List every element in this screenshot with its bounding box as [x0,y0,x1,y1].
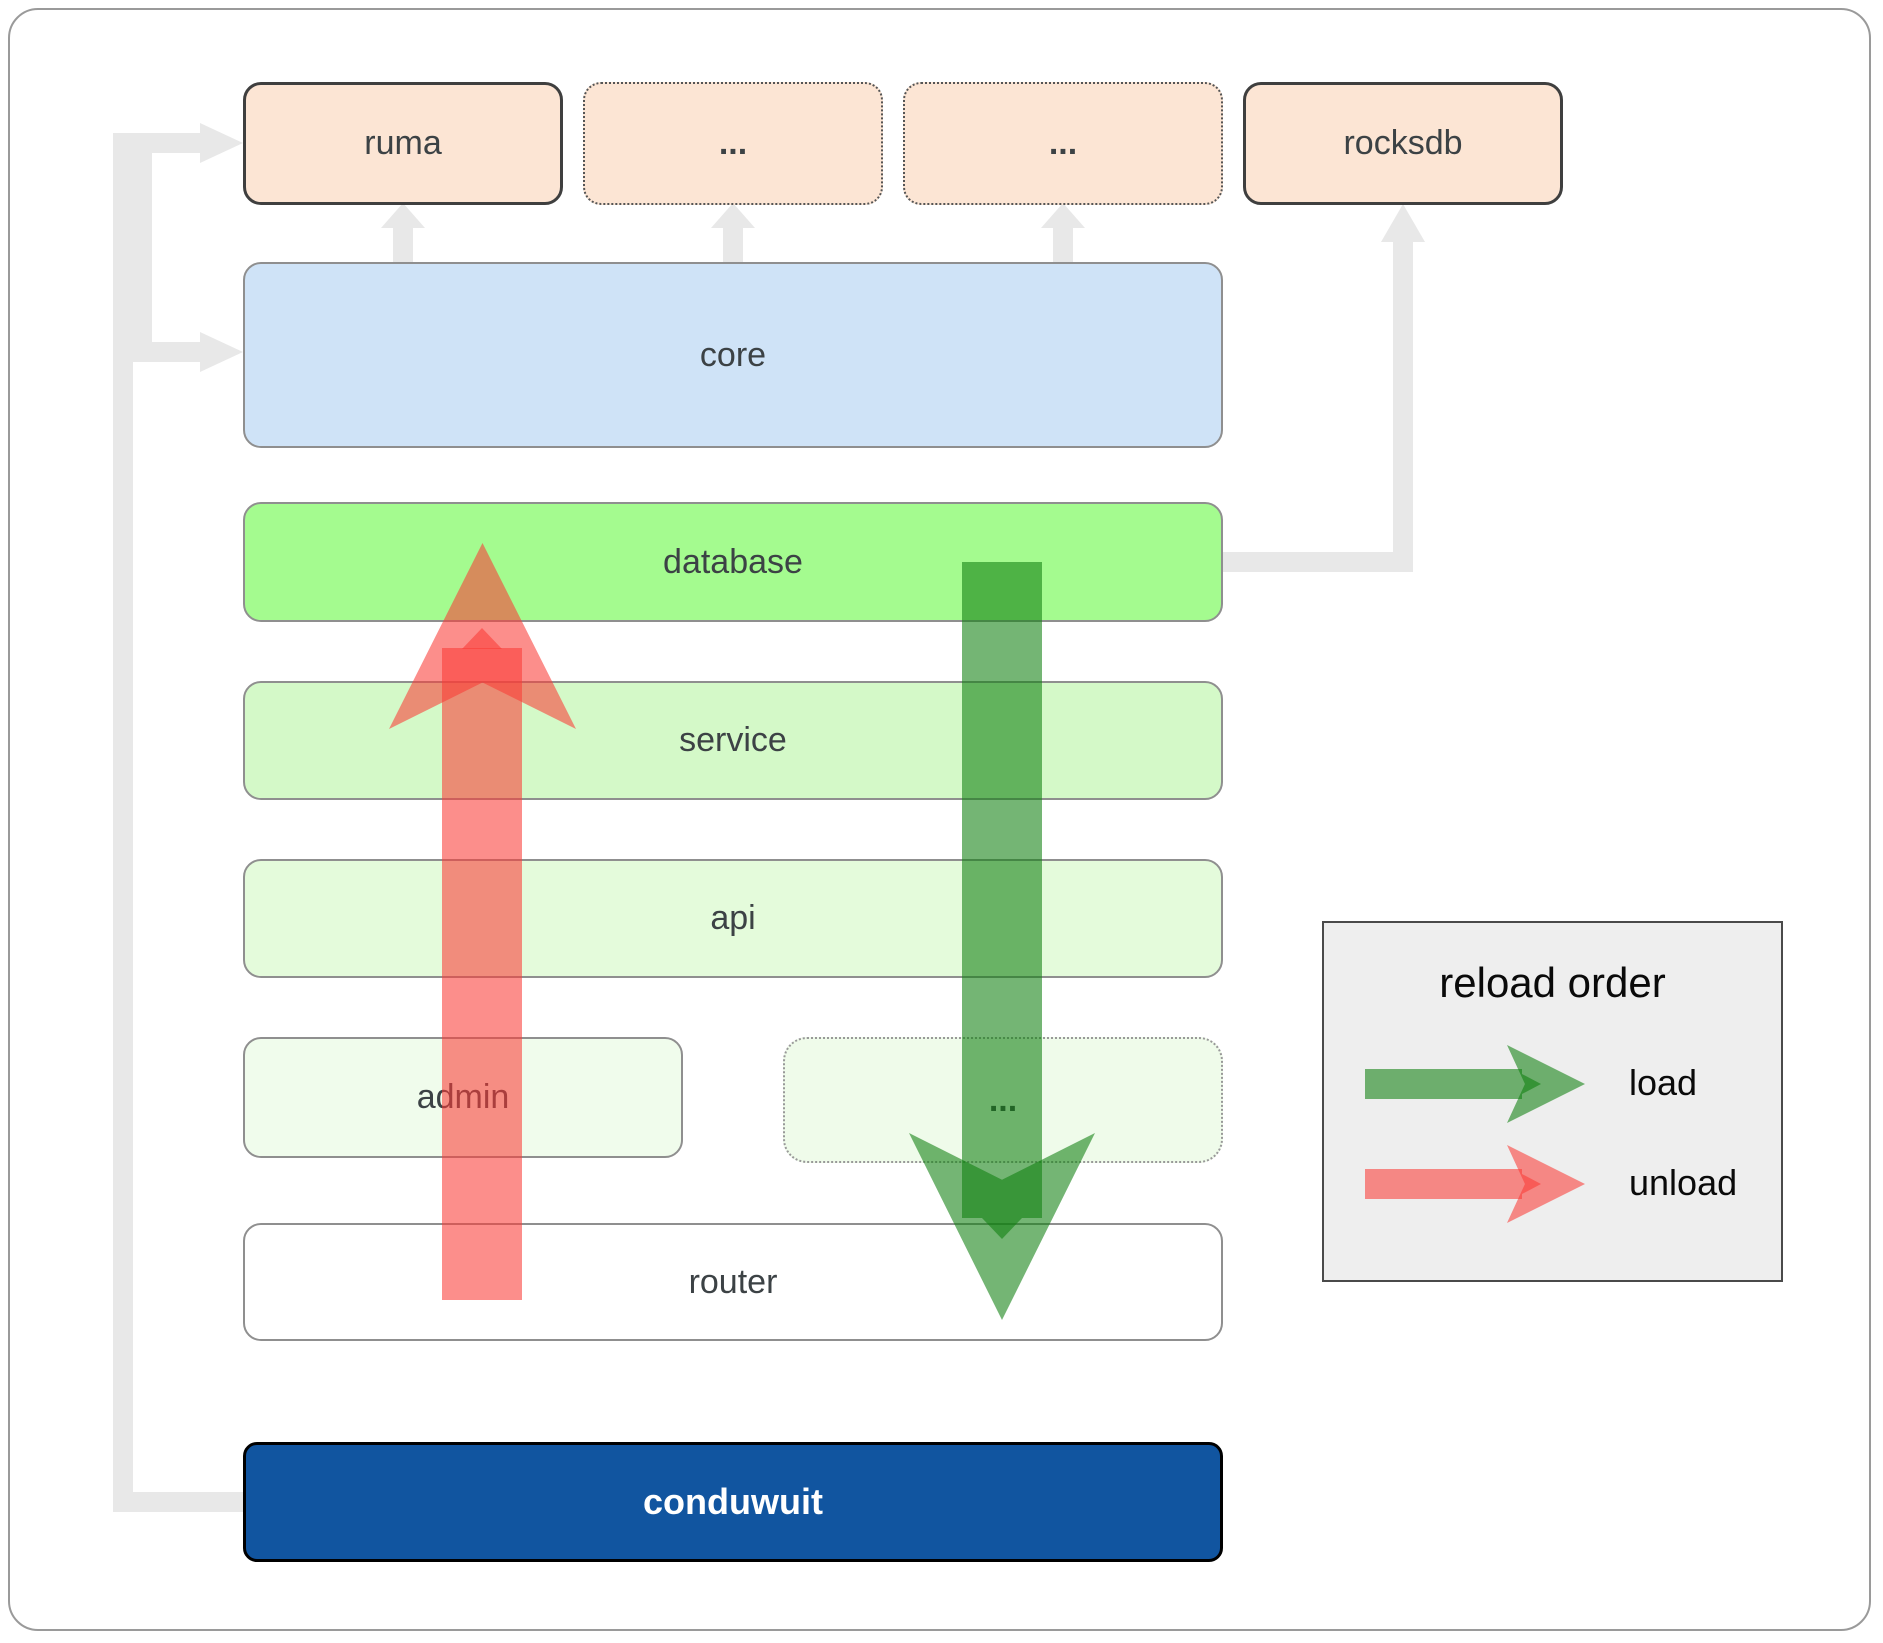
box-rocksdb: rocksdb [1243,82,1563,205]
connector-to-core-line [133,342,201,362]
box-core: core [243,262,1223,448]
connector-from-conduwuit-line [113,1492,243,1512]
box-database-label: database [663,542,803,581]
unload-legend-arrow-shaft [1365,1169,1522,1199]
box-rocksdb-label: rocksdb [1343,124,1463,162]
connector-conduwuit-vertical-line [113,133,133,1512]
box-api-label: api [710,899,756,937]
load-legend-arrow-shaft [1365,1069,1522,1099]
box-core-label: core [699,335,767,374]
diagram-frame [8,8,1871,1631]
box-database: database [243,502,1223,622]
box-ruma-label: ruma [364,124,442,162]
box-api: api [243,859,1223,978]
box-ellipsis-label: ... [718,124,748,162]
connector-database-to-rocksdb-line [1222,552,1413,572]
box-service-label: service [679,721,787,759]
box-ellipsis-module: ... [903,82,1223,205]
box-conduwuit: conduwuit [243,1442,1223,1562]
box-conduwuit-label: conduwuit [643,1481,823,1522]
connector-to-core-vertical-line [133,153,152,362]
connector-core-to-ruma-line [393,226,413,263]
connector-core-to-module-line [1053,226,1073,263]
legend-title: reload order [1439,959,1666,1006]
box-router-label: router [688,1262,778,1301]
box-ellipsis-module: ... [583,82,883,205]
connector-core-to-module-line [723,226,743,263]
connector-to-ruma-line [113,133,201,153]
unload-arrow-shaft [442,648,522,1300]
load-arrow-shaft [962,562,1042,1218]
legend-unload-label: unload [1629,1162,1738,1203]
box-ruma: ruma [243,82,563,205]
box-ellipsis-label: ... [1048,124,1078,162]
box-service: service [243,681,1223,800]
box-router: router [243,1223,1223,1341]
legend-load-label: load [1629,1062,1698,1103]
connector-database-to-rocksdb-vertical-line [1393,240,1413,572]
legend-panel: reload order load unload [1322,921,1783,1282]
